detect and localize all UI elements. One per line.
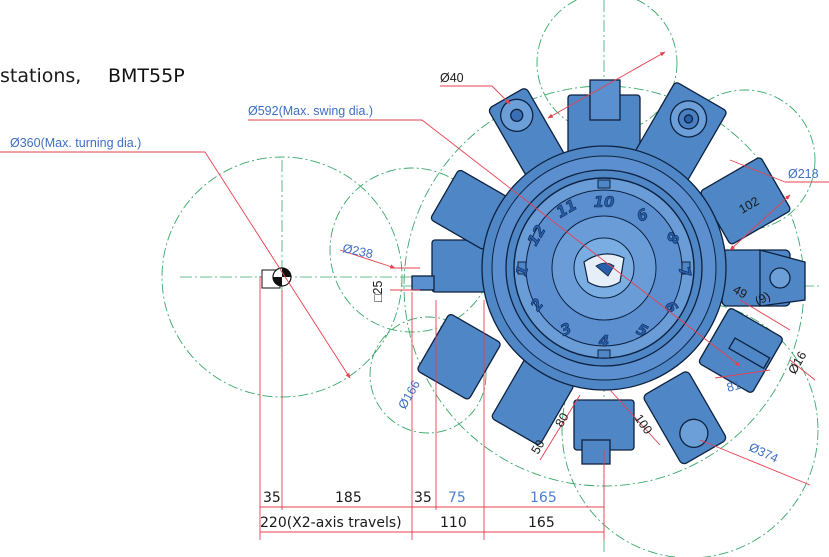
dim-row2-x2-travels: 220(X2-axis travels)	[260, 515, 402, 531]
title-model: BMT55P	[108, 65, 185, 87]
dim-81-label: 81	[725, 378, 742, 395]
spindle-center-icon	[261, 267, 292, 289]
dim-row1-165: 165	[530, 490, 557, 506]
title-prefix: stations,	[0, 65, 81, 87]
dim-row1-35a: 35	[263, 490, 281, 506]
dim-80-label: 80	[552, 410, 571, 429]
dim-row1-75: 75	[448, 490, 466, 506]
dim-row2-165: 165	[528, 515, 555, 531]
max-turning-label: Ø360(Max. turning dia.)	[10, 136, 141, 150]
dia-218-label: Ø218	[788, 167, 819, 181]
station-tabs	[517, 179, 691, 359]
dim-row2-110: 110	[440, 515, 467, 531]
station-4-label: 4	[598, 332, 609, 350]
title: stations, BMT55P	[0, 65, 185, 87]
dim-50-label: 50	[528, 437, 547, 456]
dim-row1-185: 185	[335, 490, 362, 506]
station-10-label: 10	[594, 193, 615, 211]
dia-374-label: Ø374	[747, 440, 781, 466]
station-1-label: 1	[512, 263, 532, 278]
bottom-dimensions: 35 185 35 75 165 220(X2-axis travels) 11…	[260, 490, 557, 531]
dia-166-label: Ø166	[395, 378, 422, 412]
dia-238-label: Ø238	[341, 241, 374, 261]
max-swing-label: Ø592(Max. swing dia.)	[248, 104, 373, 118]
dim-row1-35b: 35	[414, 490, 432, 506]
turret	[411, 79, 806, 465]
dim-49-label: 49	[731, 282, 750, 301]
tool-circle-bottom-left	[369, 316, 487, 434]
dimension-lines	[0, 51, 829, 540]
dia-40-label: Ø40	[440, 71, 464, 85]
square-25-label: □25	[371, 280, 385, 302]
dim-100-label: 100	[632, 412, 655, 437]
dim-9-label: (9)	[753, 289, 773, 309]
